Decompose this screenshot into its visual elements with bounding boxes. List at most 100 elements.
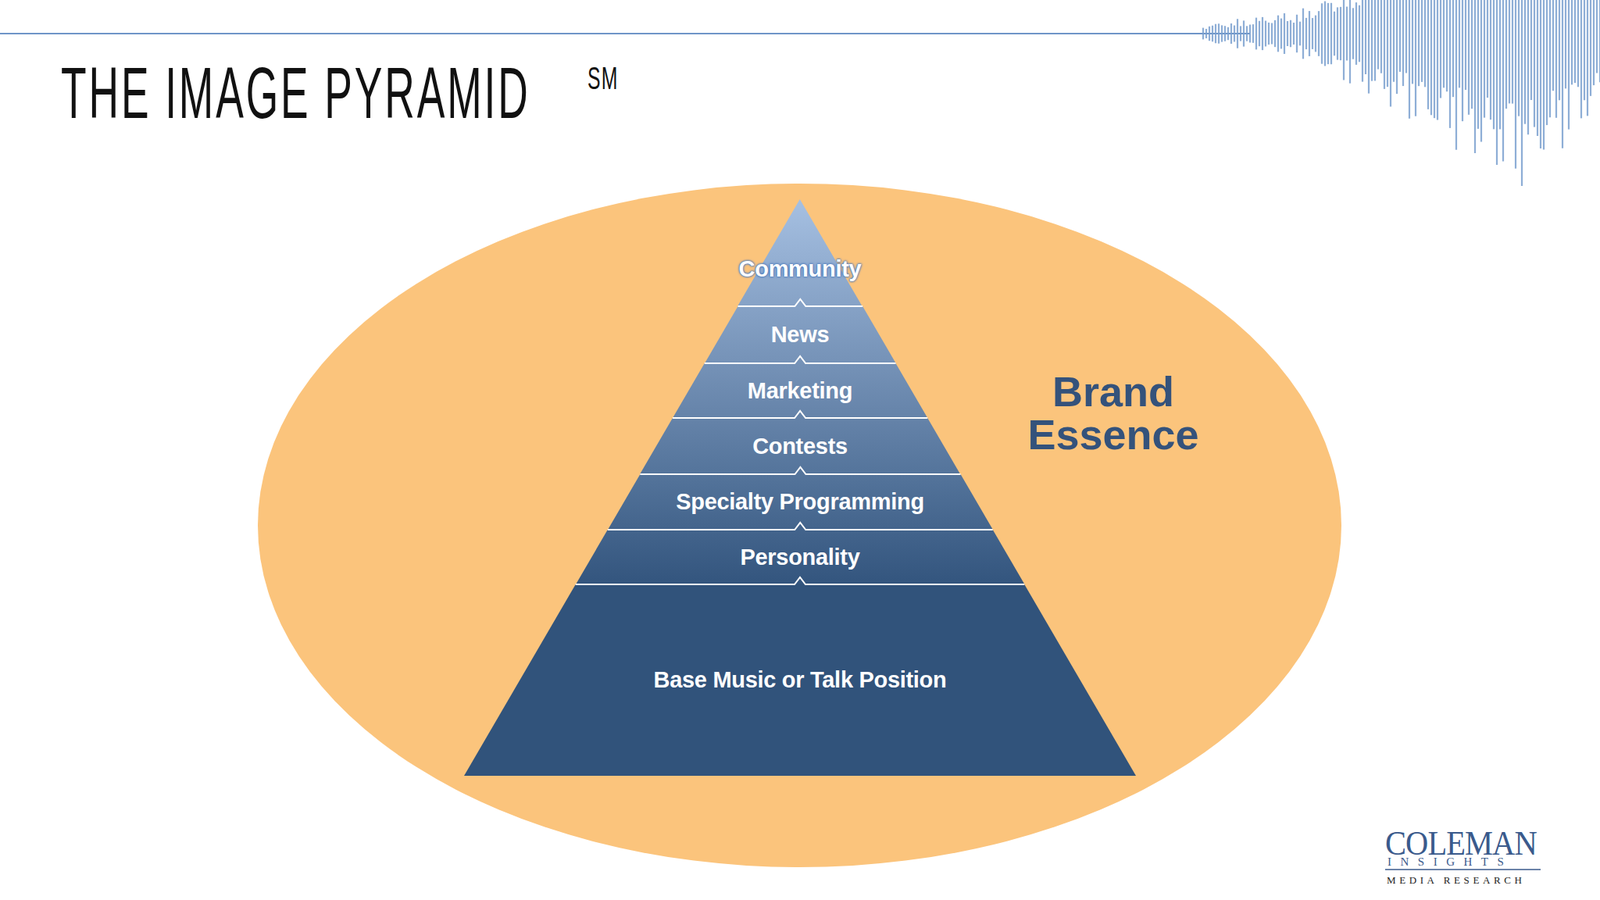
waveform-bar bbox=[1355, 2, 1358, 65]
waveform-bar bbox=[1346, 7, 1348, 61]
rule-line bbox=[0, 32, 1250, 35]
waveform-bar bbox=[1308, 10, 1311, 57]
logo-tagline: MEDIA RESEARCH bbox=[1386, 875, 1525, 886]
waveform-bar bbox=[1314, 15, 1317, 53]
waveform-bar bbox=[1217, 23, 1220, 43]
waveform-bar bbox=[1464, 0, 1467, 90]
waveform-bar bbox=[1567, 0, 1570, 130]
waveform-bar bbox=[1524, 0, 1526, 125]
waveform-bar bbox=[1477, 0, 1479, 129]
waveform-bar bbox=[1246, 25, 1248, 41]
band-label: Contests bbox=[752, 433, 848, 460]
waveform-bar bbox=[1208, 26, 1211, 41]
waveform-bar bbox=[1227, 27, 1229, 40]
node-text: Brand Essence bbox=[1023, 370, 1204, 457]
band-label: Marketing bbox=[747, 378, 853, 404]
waveform-bar bbox=[1424, 0, 1426, 87]
waveform-bar bbox=[1561, 0, 1564, 149]
waveform bbox=[1203, 0, 1600, 186]
waveform-bar bbox=[1499, 0, 1501, 129]
waveform-bar bbox=[1480, 0, 1483, 142]
band-separator bbox=[672, 410, 928, 418]
waveform-bar bbox=[1339, 7, 1342, 61]
waveform-bar bbox=[1283, 13, 1286, 54]
waveform-bar bbox=[1292, 22, 1295, 45]
waveform-bar bbox=[1242, 20, 1245, 47]
waveform-bar bbox=[1439, 0, 1442, 98]
waveform-bar bbox=[1233, 25, 1236, 43]
waveform-bar bbox=[1467, 0, 1470, 115]
waveform-bar bbox=[1342, 0, 1345, 80]
waveform-bar bbox=[1205, 28, 1208, 39]
waveform-bar bbox=[1471, 0, 1473, 109]
waveform-bar bbox=[1392, 0, 1395, 83]
waveform-bar bbox=[1489, 0, 1492, 120]
waveform-bar bbox=[1349, 0, 1351, 84]
band-separator bbox=[639, 467, 961, 475]
waveform-bar bbox=[1592, 0, 1595, 86]
waveform-bar bbox=[1449, 0, 1451, 129]
waveform-bar bbox=[1536, 0, 1539, 136]
pyramid-band: Specialty Programming bbox=[607, 474, 993, 530]
waveform-bar bbox=[1517, 0, 1520, 117]
waveform-bar bbox=[1483, 0, 1486, 118]
title: THE IMAGE PYRAMID bbox=[60, 57, 531, 129]
waveform-bar bbox=[1514, 0, 1517, 169]
pyramid-band: Base Music or Talk Position bbox=[464, 584, 1136, 776]
waveform-bar bbox=[1414, 0, 1417, 117]
pyramid-band: Community bbox=[737, 199, 863, 307]
waveform-bar bbox=[1299, 21, 1301, 47]
pyramid-band: Contests bbox=[639, 417, 961, 475]
waveform-bar bbox=[1214, 24, 1217, 44]
waveform-bar bbox=[1255, 17, 1258, 50]
waveform-bar bbox=[1236, 18, 1239, 48]
band-fill bbox=[575, 529, 1025, 585]
waveform-bar bbox=[1380, 0, 1383, 74]
waveform-bar bbox=[1539, 0, 1542, 149]
waveform-bar bbox=[1546, 0, 1548, 125]
waveform-bar bbox=[1542, 0, 1545, 150]
waveform-bar bbox=[1527, 0, 1529, 135]
waveform-bar bbox=[1521, 0, 1523, 186]
waveform-bar bbox=[1508, 0, 1511, 104]
waveform-bar bbox=[1230, 23, 1233, 44]
waveform-bar bbox=[1389, 0, 1392, 107]
band-fill bbox=[704, 306, 897, 364]
waveform-bar bbox=[1271, 22, 1273, 44]
waveform-bar bbox=[1280, 18, 1283, 50]
waveform-bar bbox=[1446, 0, 1448, 92]
waveform-bar bbox=[1586, 0, 1589, 116]
waveform-bar bbox=[1249, 25, 1251, 43]
waveform-bar bbox=[1430, 0, 1433, 115]
waveform-bar bbox=[1564, 0, 1567, 89]
ellipse-fill bbox=[257, 183, 1342, 868]
waveform-bar bbox=[1411, 0, 1414, 84]
waveform-bar bbox=[1436, 0, 1439, 121]
band-label-holder: Community bbox=[737, 199, 863, 307]
waveform-bar bbox=[1396, 0, 1398, 94]
waveform-bar bbox=[1421, 0, 1423, 83]
logo-subtitle: INSIGHTS bbox=[1387, 856, 1513, 868]
waveform-bar bbox=[1511, 0, 1514, 104]
waveform-bar bbox=[1486, 0, 1489, 98]
waveform-bar bbox=[1333, 11, 1336, 57]
band-fill bbox=[464, 584, 1136, 776]
waveform-bar bbox=[1458, 0, 1461, 88]
waveform-bar bbox=[1264, 21, 1267, 47]
band-fill bbox=[737, 199, 863, 307]
waveform-bar bbox=[1386, 0, 1389, 87]
waveform-bar bbox=[1455, 0, 1458, 150]
band-label-holder: Base Music or Talk Position bbox=[464, 584, 1136, 776]
band-fill bbox=[639, 417, 961, 475]
waveform-bar bbox=[1405, 0, 1408, 73]
waveform-bar bbox=[1221, 25, 1223, 42]
waveform-bar bbox=[1367, 0, 1370, 94]
band-fill bbox=[672, 363, 928, 418]
waveform-bar bbox=[1211, 25, 1214, 43]
waveform-bar bbox=[1408, 0, 1411, 119]
waveform-bar bbox=[1596, 0, 1598, 73]
waveform-bar bbox=[1574, 0, 1576, 83]
band-label-holder: Specialty Programming bbox=[607, 474, 993, 530]
waveform-bar bbox=[1505, 0, 1508, 109]
band-label-holder: News bbox=[704, 306, 897, 364]
